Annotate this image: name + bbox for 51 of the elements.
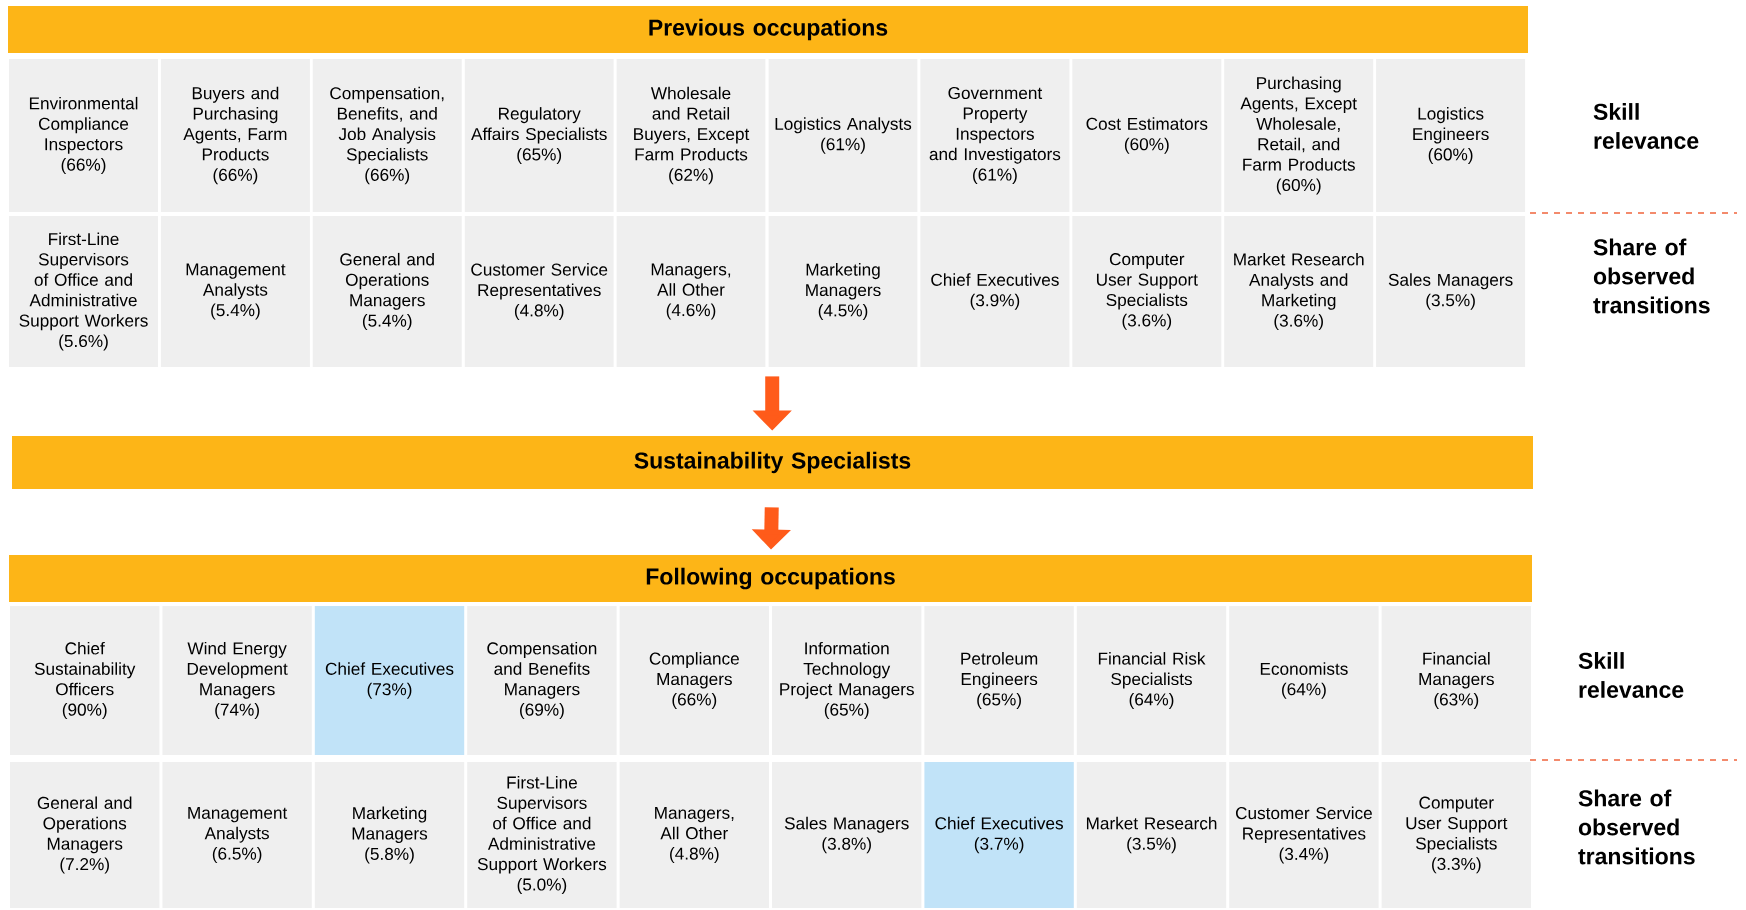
occupation-cell: Marketing Managers (5.8%) <box>314 762 465 908</box>
occupation-cell: Computer User Support Specialists (3.6%) <box>1072 216 1222 367</box>
occupation-cell: Sales Managers (3.5%) <box>1376 216 1526 367</box>
occupation-cell: Managers, All Other (4.6%) <box>616 216 766 367</box>
occupation-cell: Market Research Analysts and Marketing (3.6%) <box>1224 216 1374 367</box>
node-label: Chief Executives <box>931 273 1059 286</box>
side-label: Share of observed transitions <box>1593 238 1710 314</box>
occupation-cell: Compliance Managers (66%) <box>619 606 769 755</box>
title-band: Previous occupations <box>8 6 1528 53</box>
occupation-cell: Wholesale and Retail Buyers, Except Farm Products (62%) <box>616 59 766 212</box>
occupation-cell: Compensation and Benefits Managers (69%) <box>467 606 617 755</box>
occupation-cell: Purchasing Agents, Except Wholesale, Retail, and Farm Products (60%) <box>1224 59 1374 212</box>
occupation-cell: Management Analysts (5.4%) <box>160 216 310 367</box>
node-label: (3.9%) <box>970 293 1020 310</box>
occupation-cell: Financial Risk Specialists (64%) <box>1076 606 1227 755</box>
title-band: Following occupations <box>9 555 1532 602</box>
occupation-cell: First-Line Supervisors of Office and Administrative Support Workers (5.6%) <box>9 216 158 367</box>
occupation-cell: Customer Service Representatives (4.8%) <box>464 216 614 367</box>
occupation-cell: Chief Executives (3.7%) <box>924 762 1074 908</box>
occupation-cell: Market Research (3.5%) <box>1076 762 1227 908</box>
occupation-cell: Petroleum Engineers (65%) <box>924 606 1074 755</box>
occupation-cell: Marketing Managers (4.5%) <box>768 216 918 367</box>
occupation-cell: Environmental Compliance Inspectors (66%) <box>9 59 158 212</box>
occupation-cell: General and Operations Managers (7.2%) <box>10 762 160 908</box>
occupation-cell: Customer Service Representatives (3.4%) <box>1229 762 1379 908</box>
occupation-cell: Chief Sustainability Officers (90%) <box>10 606 160 755</box>
title-band: Sustainability Specialists <box>12 436 1533 489</box>
side-label: Skill relevance <box>1578 652 1684 698</box>
occupation-cell: Compensation, Benefits, and Job Analysis Specialists (66%) <box>312 59 462 212</box>
occupation-cell: Regulatory Affairs Specialists (65%) <box>464 59 614 212</box>
occupation-cell: Wind Energy Development Managers (74%) <box>162 606 312 755</box>
occupation-cell: Government Property Inspectors and Investigators (61%) <box>920 59 1070 212</box>
occupation-cell: General and Operations Managers (5.4%) <box>312 216 462 367</box>
occupation-cell: Economists (64%) <box>1229 606 1379 755</box>
occupation-cell: Computer User Support Specialists (3.3%) <box>1381 762 1531 908</box>
occupation-cell: Logistics Analysts (61%) <box>768 59 918 212</box>
occupation-cell: Information Technology Project Managers (65%) <box>772 606 922 755</box>
occupation-cell: Managers, All Other (4.8%) <box>619 762 769 908</box>
node-label: (61%) <box>973 168 1017 185</box>
occupation-cell: Chief Executives (73%) <box>314 606 465 755</box>
occupation-cell: Buyers and Purchasing Agents, Farm Products (66%) <box>160 59 310 212</box>
occupation-cell: First-Line Supervisors of Office and Administrative Support Workers (5.0%) <box>467 762 617 908</box>
occupation-cell: Cost Estimators (60%) <box>1072 59 1222 212</box>
occupation-cell: Sales Managers (3.8%) <box>772 762 922 908</box>
occupation-cell: Chief Executives (3.9%) <box>920 216 1070 367</box>
occupation-cell: Financial Managers (63%) <box>1381 606 1531 755</box>
node-label: Government Property Inspectors and Investigators <box>929 86 1061 164</box>
occupation-cell: Management Analysts (6.5%) <box>162 762 312 908</box>
side-label: Share of observed transitions <box>1578 789 1695 865</box>
occupation-cell: Logistics Engineers (60%) <box>1376 59 1526 212</box>
side-label: Skill relevance <box>1593 103 1699 149</box>
